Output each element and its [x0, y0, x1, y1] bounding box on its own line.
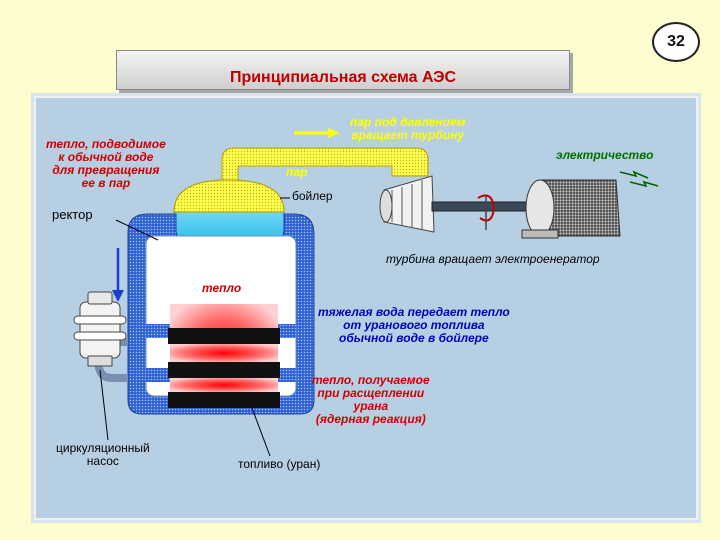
pump-label: циркуляционный насос: [56, 441, 150, 468]
turbine-generator-label: турбина вращает электроенератор: [386, 252, 600, 266]
steam-label: пар: [286, 165, 308, 179]
flow-arrow-icon: [112, 248, 124, 302]
page-number: 32: [652, 22, 700, 62]
reactor-label: ректор: [52, 207, 93, 222]
generator-icon: [521, 179, 621, 239]
boiler-label: бойлер: [292, 189, 333, 203]
steam-direction-arrow: [294, 128, 340, 138]
heat-label: тепло: [202, 281, 242, 295]
electricity-label: электричество: [556, 148, 654, 162]
fuel-label: топливо (уран): [238, 457, 321, 471]
steam-pipe: [221, 147, 429, 181]
lightning-icon: [619, 170, 659, 188]
turbine-icon: [379, 175, 435, 233]
title-box: Принципиальная схема АЭС: [116, 50, 570, 90]
boiler: [173, 179, 285, 251]
pump-icon: [73, 291, 127, 367]
leader-lines: [99, 197, 290, 457]
heat-to-water-label: тепло, подводимое к обычной воде для пре…: [46, 137, 166, 190]
steam-turbine-label: пар под давлением вращает турбину: [350, 115, 466, 142]
page-title: Принципиальная схема АЭС: [229, 69, 457, 86]
heavy-water-label: тяжелая вода передает тепло от уранового…: [318, 305, 510, 345]
rotation-arrow-icon: [477, 194, 496, 230]
fission-heat-label: тепло, получаемое при расщеплении урана …: [312, 373, 430, 426]
reactor-core: [168, 304, 280, 408]
